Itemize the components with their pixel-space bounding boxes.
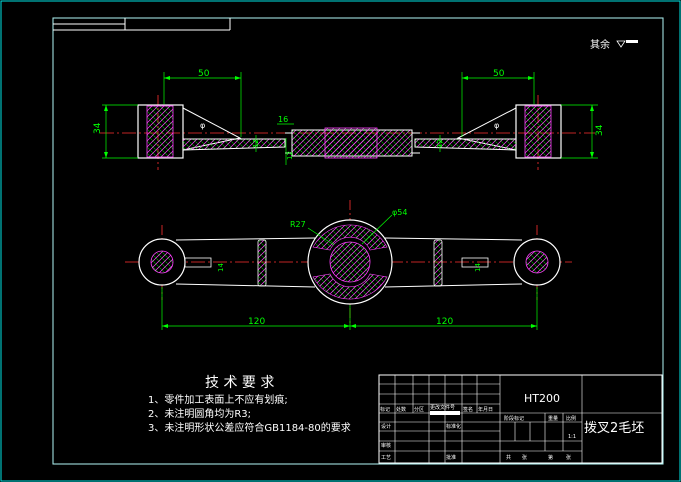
svg-text:工艺: 工艺 bbox=[381, 455, 391, 461]
left-boss-section bbox=[146, 105, 174, 158]
svg-text:标记: 标记 bbox=[380, 406, 390, 413]
material-text: HT200 bbox=[524, 392, 560, 405]
dim-right-34: 34 bbox=[595, 124, 605, 136]
bottom-view: R27 φ54 120 120 14 14 bbox=[125, 200, 572, 330]
dim-left-34: 34 bbox=[93, 122, 103, 134]
svg-text:共: 共 bbox=[506, 454, 511, 461]
svg-text:处数: 处数 bbox=[396, 406, 406, 413]
svg-text:批准: 批准 bbox=[446, 454, 456, 461]
svg-text:张: 张 bbox=[566, 454, 571, 461]
tech-requirements: 技 术 要 求 1、零件加工表面上不应有划痕; 2、未注明圆角均为R3; 3、未… bbox=[148, 375, 351, 434]
part-name-text: 拨叉2毛坯 bbox=[584, 421, 644, 436]
tech-item-2: 2、未注明圆角均为R3; bbox=[148, 407, 251, 420]
right-boss-section bbox=[524, 105, 552, 158]
title-block: HT200 拨叉2毛坯 标记 处数 分区 更改文件号 签名 年月日 设计 标准化… bbox=[378, 374, 663, 464]
svg-text:阶段标记: 阶段标记 bbox=[504, 415, 524, 422]
dim-top-right-50: 50 bbox=[493, 69, 505, 79]
svg-text:更改文件号: 更改文件号 bbox=[430, 404, 455, 411]
svg-text:第: 第 bbox=[548, 454, 553, 461]
phi-left-label: φ bbox=[200, 121, 205, 130]
tech-title: 技 术 要 求 bbox=[205, 375, 274, 391]
surface-finish-note: 其余 bbox=[590, 38, 638, 51]
svg-text:审核: 审核 bbox=[381, 442, 391, 449]
svg-text:设计: 设计 bbox=[381, 423, 391, 430]
dim-small-center: 12 bbox=[286, 151, 294, 160]
roughness-symbol-icon bbox=[616, 40, 626, 48]
dim-bottom-small-right: 14 bbox=[474, 263, 482, 272]
dim-center-16: 16 bbox=[278, 115, 288, 124]
svg-text:重量: 重量 bbox=[548, 415, 558, 422]
code-box bbox=[53, 18, 231, 31]
dim-radius-r27: R27 bbox=[290, 220, 306, 229]
svg-text:标准化: 标准化 bbox=[446, 423, 461, 430]
svg-text:比例: 比例 bbox=[566, 415, 576, 422]
tech-item-3: 3、未注明形状公差应符合GB1184-80的要求 bbox=[148, 421, 351, 434]
svg-text:年月日: 年月日 bbox=[478, 406, 493, 413]
phi-right-label: φ bbox=[494, 121, 499, 130]
svg-text:1:1: 1:1 bbox=[568, 434, 576, 440]
dim-bottom-small-left: 14 bbox=[217, 263, 225, 272]
svg-text:分区: 分区 bbox=[414, 406, 424, 413]
svg-text:张: 张 bbox=[522, 454, 527, 461]
top-view: 50 50 34 34 16 12 12 12 φ φ bbox=[93, 69, 605, 170]
dim-top-left-50: 50 bbox=[198, 69, 210, 79]
dim-bottom-left-120: 120 bbox=[248, 317, 265, 327]
surface-finish-text: 其余 bbox=[590, 38, 610, 51]
tech-item-1: 1、零件加工表面上不应有划痕; bbox=[148, 393, 288, 406]
dim-bottom-right-120: 120 bbox=[436, 317, 453, 327]
dim-phi-54: φ54 bbox=[392, 208, 407, 217]
svg-text:签名: 签名 bbox=[463, 406, 473, 413]
